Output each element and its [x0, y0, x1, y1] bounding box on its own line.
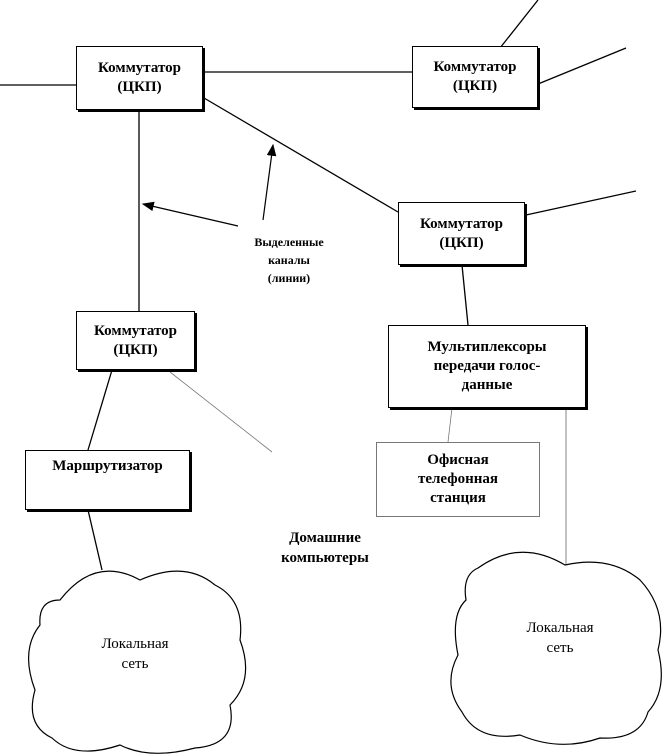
router-box: Маршрутизатор [25, 450, 190, 510]
lan-left-line2: сеть [121, 656, 149, 672]
switch-middle-right-line1: Коммутатор [420, 215, 503, 232]
multiplexers-line2: передачи голос- [433, 358, 541, 374]
router-label: Маршрутизатор [52, 458, 163, 474]
office-exchange-line2: телефонная [417, 471, 499, 487]
switch-top-right: Коммутатор (ЦКП) [412, 46, 538, 108]
line-switch2-up [499, 0, 539, 49]
office-exchange-box: Офисная телефонная станция [376, 442, 540, 517]
switch-top-right-line1: Коммутатор [433, 59, 517, 75]
switch-middle-left-line1: Коммутатор [94, 322, 177, 339]
lan-right-label: Локальная сеть [505, 618, 615, 658]
connection-lines [0, 0, 637, 580]
home-computers-label: Домашние компьютеры [262, 528, 388, 568]
line-mux-exchange [447, 407, 453, 443]
dedicated-channels-line1: Выделенные [254, 235, 324, 249]
multiplexers-box: Мультиплексоры передачи голос- данные [388, 325, 586, 408]
lan-right-line2: сеть [546, 640, 574, 656]
switch-top-left-line2: (ЦКП) [117, 79, 162, 95]
dedicated-channel-arrows [141, 143, 277, 227]
dedicated-channels-line2: каналы [268, 253, 310, 267]
office-exchange-line3: станция [430, 490, 486, 506]
switch-top-right-line2: (ЦКП) [452, 78, 498, 94]
line-router-lan [87, 509, 103, 571]
office-exchange-line1: Офисная [427, 452, 489, 468]
switch-top-left-line1: Коммутатор [98, 60, 181, 76]
switch-middle-right-line2: (ЦКП) [439, 234, 484, 251]
switch-middle-right: Коммутатор (ЦКП) [398, 202, 525, 265]
switch-top-left: Коммутатор (ЦКП) [76, 46, 203, 110]
lan-left-label: Локальная сеть [80, 634, 190, 674]
line-switch2-right [537, 47, 627, 85]
dedicated-channels-label: Выделенные каналы (линии) [234, 233, 344, 287]
home-computers-line1: Домашние [289, 530, 361, 546]
line-switch4-router [87, 369, 113, 451]
lan-cloud-right [450, 551, 662, 745]
multiplexers-line3: данные [461, 377, 513, 393]
home-computers-line2: компьютеры [281, 550, 369, 566]
arrow-to-diagonal-channel [262, 143, 277, 221]
multiplexers-line1: Мультиплексоры [427, 339, 547, 355]
arrow-to-vertical-channel [141, 201, 239, 227]
line-switch3-right [525, 190, 637, 216]
lan-left-line1: Локальная [101, 636, 169, 652]
lan-cloud-left [27, 570, 247, 754]
line-switch4-home [169, 371, 273, 453]
line-switch1-switch3 [203, 97, 399, 213]
switch-middle-left-line2: (ЦКП) [113, 341, 158, 358]
line-switch3-mux [461, 264, 469, 326]
switch-middle-left: Коммутатор (ЦКП) [76, 311, 195, 370]
lan-right-line1: Локальная [526, 620, 594, 636]
dedicated-channels-line3: (линии) [267, 271, 311, 285]
